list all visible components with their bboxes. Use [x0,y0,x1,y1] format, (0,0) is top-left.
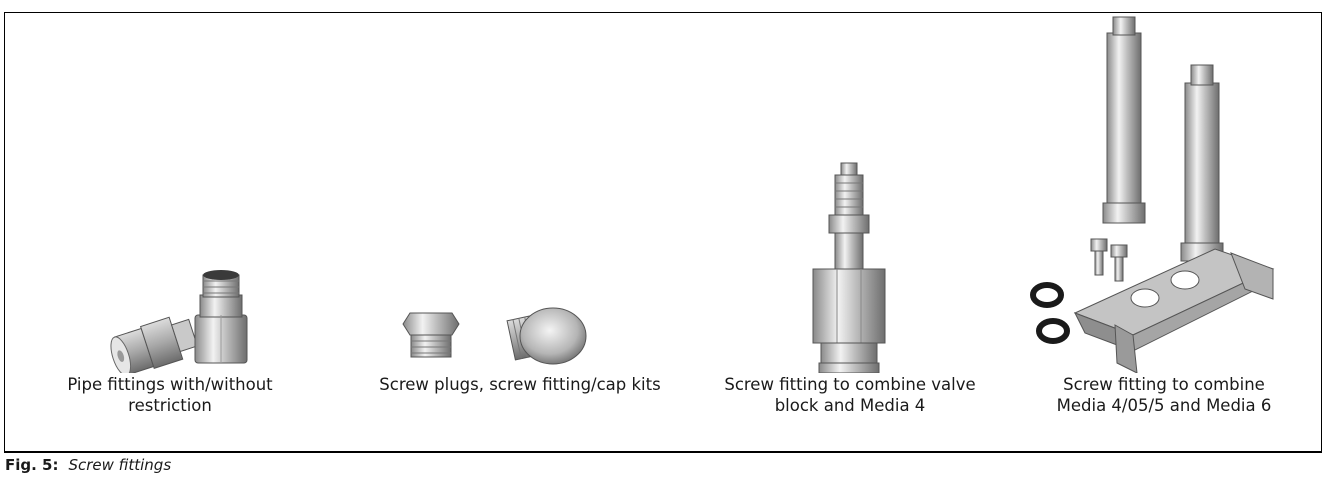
caption-media-combine-kit: Screw fitting to combine Media 4/05/5 an… [1056,375,1272,415]
item-media-combine-kit: Screw fitting to combine Media 4/05/5 an… [1005,13,1323,453]
caption-valve-block-fitting: Screw fitting to combine valve block and… [724,375,976,415]
caption-screw-plugs: Screw plugs, screw fitting/cap kits [379,375,661,394]
pipe-fittings-image [110,270,248,373]
screw-plugs-image [402,307,587,365]
figure-title: Screw fittings [68,456,172,474]
figure-number: Fig. 5: [5,456,59,474]
caption-pipe-fittings: Pipe fittings with/without restriction [67,375,273,415]
valve-block-fitting-image [812,162,886,373]
item-pipe-fittings: Pipe fittings with/without restriction [5,13,335,453]
figure-caption: Fig. 5: Screw fittings [5,455,171,475]
item-valve-block-fitting: Screw fitting to combine valve block and… [695,13,1005,453]
figure-frame: Pipe fittings with/without restriction [4,12,1322,452]
item-screw-plugs: Screw plugs, screw fitting/cap kits [345,13,695,453]
figure-rule [4,451,1322,453]
media-combine-kit-image [1030,16,1275,373]
